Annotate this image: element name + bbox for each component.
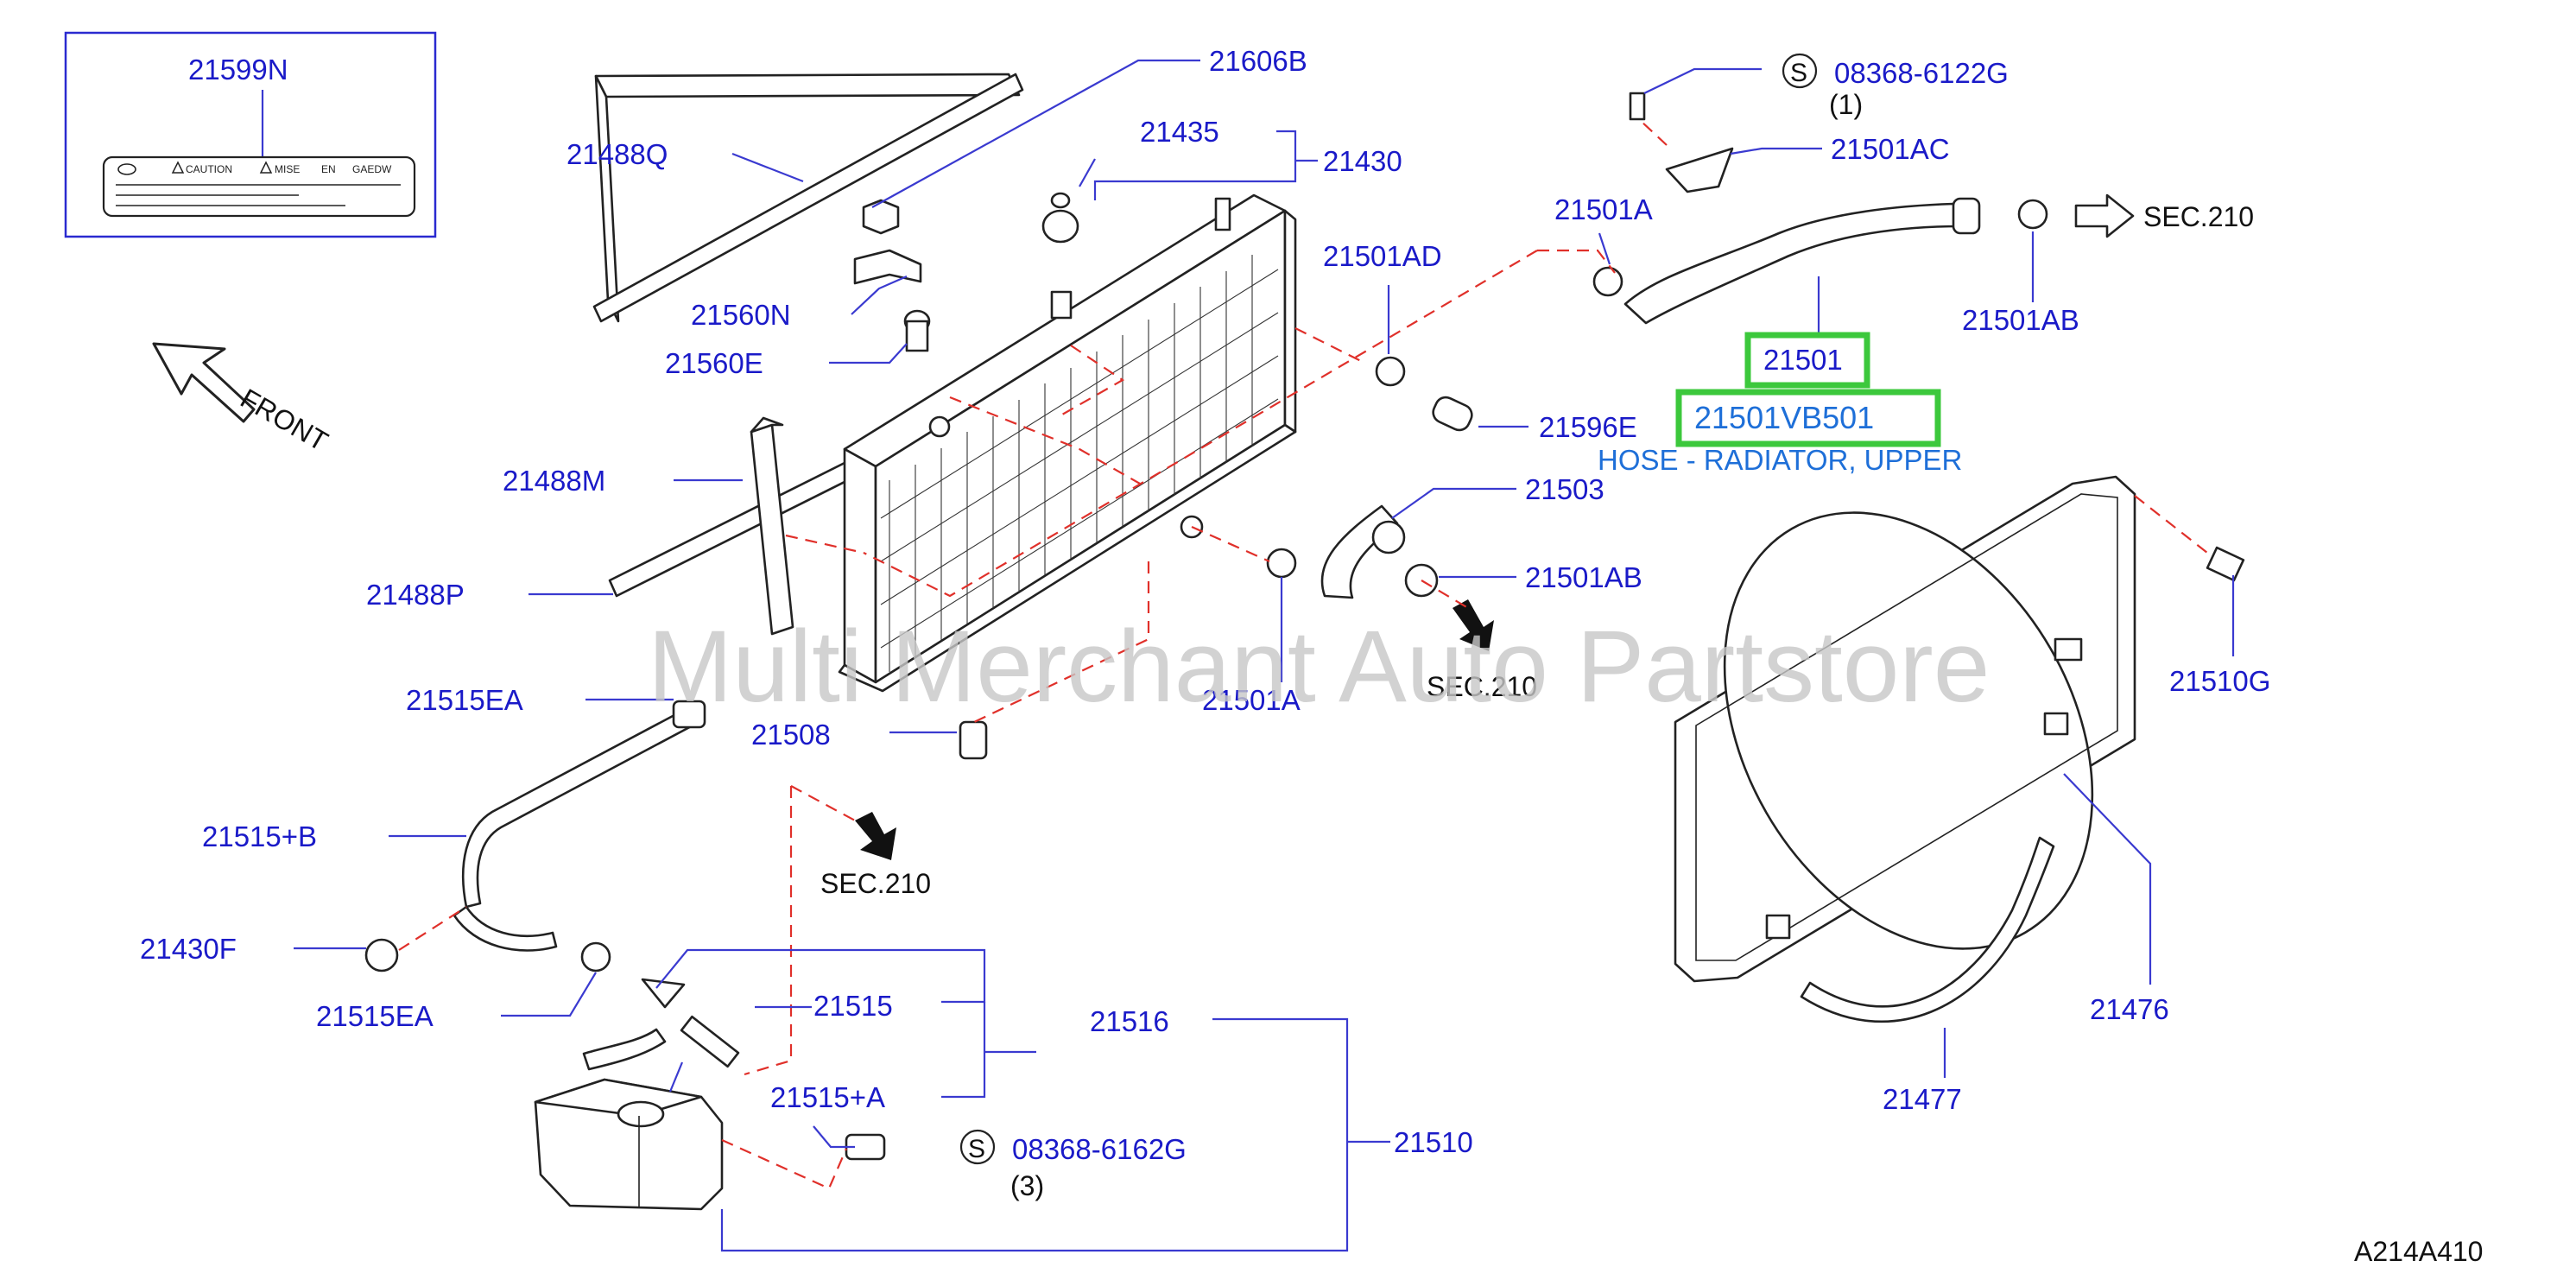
part-label-21560E[interactable]: 21560E	[665, 347, 763, 379]
highlighted-part-description: HOSE - RADIATOR, UPPER	[1598, 444, 1962, 476]
sec-210-left[interactable]: SEC.210	[820, 868, 931, 899]
mise-text: MISE	[275, 163, 300, 175]
part-label-21488M[interactable]: 21488M	[503, 465, 605, 497]
cap-seal-21435	[1050, 192, 1071, 209]
hose-end-21501	[1952, 197, 1981, 235]
screw-marker-08368-6162G: S	[959, 1129, 996, 1165]
part-label-21501AD[interactable]: 21501AD	[1323, 240, 1442, 272]
clamp-21501A-top	[1592, 266, 1623, 297]
leader-lines	[294, 59, 2235, 1252]
drain-plug-21508	[959, 720, 988, 760]
caution-text: CAUTION	[186, 163, 232, 175]
reservoir-tank-21510	[534, 1078, 724, 1211]
part-label-21515EA-top[interactable]: 21515EA	[406, 684, 523, 716]
label-inset: 21599N CAUTION MISE EN GAEDW	[64, 31, 437, 238]
seal-strip-21488Q	[594, 73, 1021, 323]
part-label-21501AB-top[interactable]: 21501AB	[1962, 304, 2079, 336]
watermark: Multi Merchant Auto Partstore	[648, 610, 1990, 724]
part-label-21515[interactable]: 21515	[813, 990, 893, 1022]
part-label-21435[interactable]: 21435	[1140, 116, 1219, 148]
part-label-21430[interactable]: 21430	[1323, 145, 1402, 177]
highlight-box-21501	[1744, 332, 1870, 389]
seal-strip-21488P	[608, 447, 881, 598]
connector-21516	[641, 978, 686, 1009]
part-label-21501A-bottom[interactable]: 21501A	[1202, 684, 1301, 716]
part-label-21508[interactable]: 21508	[751, 719, 831, 751]
front-label: FRONT	[236, 383, 333, 457]
clamp-21501AB-top	[2017, 199, 2048, 230]
connection-dashes	[398, 120, 2208, 1190]
warning-triangle-icon	[259, 161, 273, 174]
highlighted-part-number[interactable]: 21501	[1763, 344, 1843, 376]
label-code-text: GAEDW	[352, 163, 392, 175]
connector-21596E	[1432, 396, 1473, 432]
bracket-21560N	[853, 249, 922, 285]
bolt-21510G	[2206, 546, 2245, 582]
sec-210-top-right[interactable]: SEC.210	[2143, 201, 2254, 232]
part-label-21560N[interactable]: 21560N	[691, 299, 791, 331]
highlighted-variant-number[interactable]: 21501VB501	[1694, 400, 1874, 435]
nut-21606B	[862, 199, 900, 235]
clamp-21501AD	[1375, 356, 1406, 387]
screw-symbol: S	[968, 1135, 985, 1163]
caution-label-plate	[102, 155, 416, 218]
fan-shroud-21476	[1674, 475, 2136, 983]
seal-strip-21488Q-body	[592, 73, 1024, 323]
part-label-21510[interactable]: 21510	[1394, 1126, 1473, 1158]
part-label-21606B[interactable]: 21606B	[1209, 45, 1307, 77]
bolt-08368-6122G	[1629, 92, 1646, 121]
part-label-21477[interactable]: 21477	[1883, 1083, 1962, 1115]
part-label-08368-6162G[interactable]: 08368-6162G	[1012, 1133, 1187, 1165]
part-label-21476[interactable]: 21476	[2090, 993, 2169, 1025]
reservoir-hose-21515B-end	[453, 905, 558, 952]
front-arrow-icon	[152, 342, 256, 423]
fan-shroud-lower-21477	[1800, 836, 2055, 1023]
part-label-08368-6122G[interactable]: 08368-6122G	[1834, 57, 2009, 89]
part-label-21515EA-bottom[interactable]: 21515EA	[316, 1000, 434, 1032]
sec-210-arrow-icon	[2074, 193, 2135, 238]
sec-210-middle[interactable]: SEC.210	[1427, 671, 1537, 702]
upper-radiator-hose-21501	[1623, 202, 1962, 325]
clamp-21501A-bottom	[1266, 548, 1297, 579]
hose-21515A	[582, 1028, 667, 1071]
part-label-21515B[interactable]: 21515+B	[202, 820, 317, 852]
clamp-21430F	[364, 938, 399, 972]
warning-triangle-icon	[171, 161, 185, 174]
clamp-21515EA-top	[672, 700, 706, 729]
highlight-box-21501VB501	[1675, 389, 1941, 447]
part-label-21503[interactable]: 21503	[1525, 473, 1604, 505]
part-label-21501AC[interactable]: 21501AC	[1831, 133, 1950, 165]
highlighted-part[interactable]: 21501 21501VB501 HOSE - RADIATOR, UPPER	[1598, 332, 1962, 476]
qty-08368-6162G: (3)	[1010, 1170, 1044, 1201]
part-label-21488Q[interactable]: 21488Q	[566, 138, 668, 170]
qty-08368-6122G: (1)	[1829, 89, 1863, 120]
reservoir-hose-21515B	[461, 706, 698, 909]
part-label-21501AB-mid[interactable]: 21501AB	[1525, 561, 1642, 593]
en-text: EN	[321, 163, 336, 175]
screw-marker-08368-6122G: S	[1782, 53, 1818, 89]
grommet-21560E-body	[905, 320, 929, 352]
part-label-21510G[interactable]: 21510G	[2169, 665, 2270, 697]
part-label-21599N[interactable]: 21599N	[188, 54, 288, 86]
sec-210-left-arrow-icon	[855, 812, 896, 860]
clamp-21515EA-bottom	[580, 941, 611, 972]
part-label-21430F[interactable]: 21430F	[140, 933, 237, 965]
part-label-21596E[interactable]: 21596E	[1539, 411, 1637, 443]
sec-210-mid-arrow-icon	[1453, 599, 1494, 651]
seal-strip-21488M-top	[750, 416, 784, 434]
diagram-code: A214A410	[2354, 1236, 2483, 1267]
hose-protector-21501AC	[1665, 147, 1734, 193]
radiator-cap-21430	[1041, 209, 1079, 244]
front-arrow: FRONT	[152, 342, 333, 457]
seal-strip-21488M	[750, 423, 794, 636]
hose-end-21503	[1371, 520, 1406, 554]
part-label-21515A[interactable]: 21515+A	[770, 1081, 885, 1113]
hose-21515	[680, 1015, 740, 1068]
part-label-21516[interactable]: 21516	[1090, 1005, 1169, 1037]
part-label-21488P[interactable]: 21488P	[366, 579, 465, 611]
part-label-21501A-top[interactable]: 21501A	[1554, 193, 1653, 225]
screw-symbol: S	[1790, 59, 1807, 87]
